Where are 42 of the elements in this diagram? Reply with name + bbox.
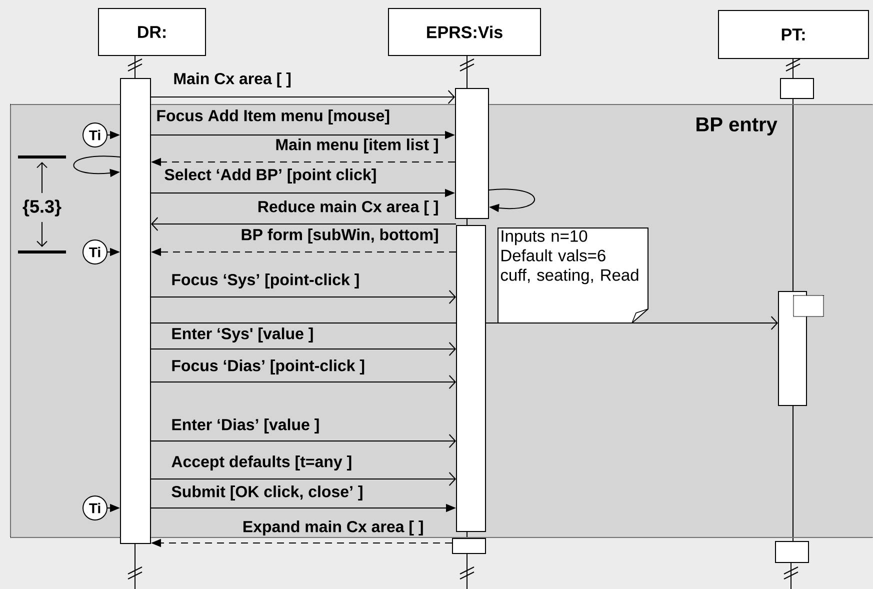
lifeline-header: PT: [718,10,869,59]
edge-label: Focus ‘Dias’ [point-click ] [170,358,366,376]
edge-label: Focus Add Item menu [mouse] [155,108,391,126]
edge-label: Submit [OK click, close’ ] [170,484,364,502]
timing-label: {5.3} [22,198,63,218]
lifeline [792,58,794,78]
message-arrow [150,342,456,356]
activation-bar [780,78,814,99]
connector [150,322,456,324]
message-arrow [150,90,455,104]
activation-box [793,295,824,317]
lifeline-header: DR: [98,8,206,56]
lifeline-header: EPRS:Vis [388,8,541,56]
edge-label: Reduce main Cx area [ ] [256,200,440,216]
message-arrow [150,375,456,389]
message-arrow [150,434,456,448]
lifeline [466,218,468,226]
edge-label: Main Cx area [ ] [172,72,292,88]
activation-bar [775,541,809,563]
lifeline [466,56,468,88]
edge-label: BP form [subWin, bottom] [240,228,440,244]
edge-label: Select ‘Add BP’ [point click] [163,168,378,184]
edge-label: Expand main Cx area [ ] [241,520,425,536]
lifeline [134,56,136,78]
lifeline [466,532,468,538]
edge-label: Enter ‘Sys' [value ] [170,326,315,344]
lifeline [792,406,794,542]
message-arrow [488,188,535,212]
message-arrow [150,472,456,486]
message-arrow [151,217,456,231]
edge-label: Accept defaults [t=any ] [170,454,354,472]
activation-bar [452,538,486,554]
activation-bar [120,78,151,544]
lifeline [792,98,794,292]
note: Inputs n=10 Default vals=6 cuff, seating, Read [498,228,648,324]
message-arrow [150,290,456,304]
edge-label: Main menu [item list ] [274,138,440,154]
activation-bar [456,225,486,532]
activation-bar [455,88,489,219]
edge-label: Enter ‘Dias’ [value ] [170,418,321,434]
message-arrow [486,316,778,330]
edge-label: Focus ‘Sys’ [point-click ] [170,272,361,290]
